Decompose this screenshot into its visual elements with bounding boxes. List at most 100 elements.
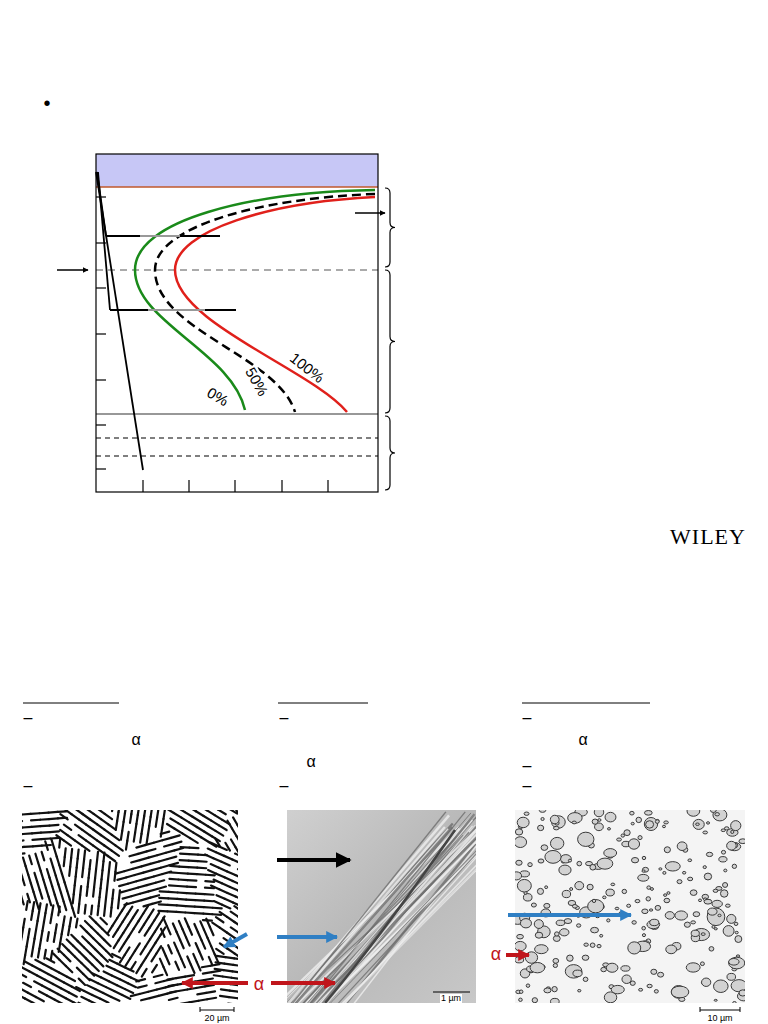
drawing-ellipse [667, 892, 670, 895]
drawing-line [52, 886, 55, 895]
drawing-line [175, 829, 183, 834]
drawing-ellipse [601, 967, 607, 971]
drawing-line [97, 824, 104, 829]
drawing-line [72, 908, 75, 917]
drawing-line [125, 947, 130, 955]
drawing-line [36, 997, 44, 1001]
drawing-line [136, 815, 137, 824]
drawing-line [76, 859, 79, 868]
drawing-line [64, 840, 71, 845]
drawing-ellipse [654, 990, 658, 993]
drawing-line [161, 865, 170, 867]
drawing-line [142, 864, 151, 866]
drawing-ellipse [639, 988, 643, 991]
drawing-ellipse [588, 900, 604, 913]
drawing-line [140, 947, 145, 955]
drawing-line [29, 971, 37, 975]
drawing-ellipse [642, 909, 648, 914]
drawing-line [159, 994, 168, 996]
drawing-ellipse [544, 903, 550, 908]
drawing-line [117, 899, 120, 908]
drawing-ellipse [550, 837, 563, 849]
drawing-line [50, 914, 52, 923]
drawing-line [90, 835, 97, 840]
drawing-line [156, 818, 157, 827]
drawing-line [195, 905, 204, 908]
drawing-line [211, 946, 215, 954]
drawing-line [202, 940, 206, 948]
drawing-line [93, 846, 100, 851]
drawing-line [58, 994, 66, 998]
drawing-line [100, 870, 103, 879]
drawing-line [227, 917, 234, 922]
drawing-line [22, 813, 31, 816]
drawing-line [112, 975, 120, 979]
drawing-line [40, 970, 48, 974]
drawing-line [197, 827, 205, 832]
drawing-line [79, 819, 86, 824]
drawing-line [88, 860, 91, 869]
drawing-line [141, 998, 150, 1000]
drawing-ellipse [649, 909, 653, 911]
drawing-line [194, 912, 203, 915]
drawing-line [98, 983, 106, 987]
drawing-line [187, 892, 196, 895]
drawing-line [145, 939, 150, 947]
drawing-line [68, 926, 70, 935]
drawing-line [123, 973, 131, 977]
drawing-line [62, 874, 65, 883]
drawing-ellipse [655, 820, 659, 824]
drawing-line [95, 949, 101, 955]
drawing-line [204, 930, 208, 938]
drawing-line [33, 902, 35, 911]
drawing-line [230, 991, 238, 992]
drawing-line [22, 973, 26, 977]
drawing-line [136, 979, 145, 981]
drawing-line [74, 877, 77, 886]
drawing-line [124, 813, 125, 822]
drawing-line [52, 905, 54, 914]
drawing-ellipse [659, 868, 662, 870]
drawing-line [96, 379, 106, 380]
drawing-line [177, 932, 181, 940]
drawing-path [325, 830, 455, 1003]
drawing-line [42, 922, 44, 931]
drawing-line [112, 851, 119, 856]
drawing-line [83, 850, 86, 859]
drawing-line [212, 923, 219, 928]
drawing-ellipse [573, 970, 582, 976]
drawing-line [64, 902, 67, 911]
drawing-line [144, 917, 149, 925]
drawing-line [287, 827, 445, 1003]
drawing-line [113, 929, 118, 937]
drawing-line [237, 836, 238, 844]
drawing-line [211, 821, 219, 826]
drawing-ellipse [516, 860, 522, 865]
drawing-line [104, 971, 112, 975]
drawing-ellipse [721, 829, 725, 832]
drawing-ellipse [706, 852, 712, 856]
drawing-line [131, 894, 140, 896]
drawing-line [121, 831, 122, 840]
drawing-line [188, 872, 197, 875]
drawing-line [238, 998, 239, 999]
drawing-line [90, 916, 96, 922]
drawing-line [129, 929, 134, 937]
drawing-line [171, 835, 180, 837]
drawing-ellipse [531, 903, 536, 907]
drawing-line [337, 824, 476, 1003]
drawing-line [75, 957, 81, 963]
drawing-line [167, 926, 171, 934]
drawing-line [181, 1002, 190, 1003]
drawing-line [41, 831, 50, 834]
drawing-line [51, 968, 59, 972]
drawing-ellipse [550, 815, 559, 824]
drawing-line [128, 918, 133, 926]
drawing-rect [515, 810, 745, 1003]
drawing-line [36, 901, 39, 910]
drawing-line [170, 991, 179, 993]
drawing-line [188, 810, 196, 811]
drawing-line [232, 860, 238, 864]
drawing-line [79, 979, 85, 985]
drawing-line [169, 878, 178, 881]
